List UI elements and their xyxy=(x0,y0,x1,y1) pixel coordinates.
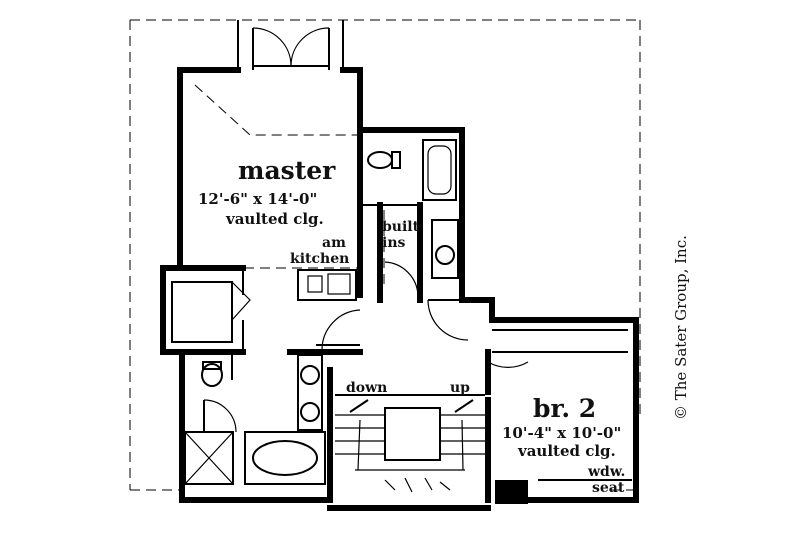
window-seat-label-line1: wdw. xyxy=(588,464,626,480)
br2-ceiling: vaulted clg. xyxy=(518,442,616,460)
copyright-text: © The Sater Group, Inc. xyxy=(672,235,690,420)
master-room-size: 12'-6" x 14'-0" xyxy=(198,190,318,208)
br2-room-size: 10'-4" x 10'-0" xyxy=(502,424,622,442)
stair-down-label: down xyxy=(346,380,388,396)
am-kitchen-label-line2: kitchen xyxy=(290,251,350,267)
master-bath xyxy=(357,127,465,303)
master-ceiling: vaulted clg. xyxy=(226,210,324,228)
am-kitchen xyxy=(297,269,357,301)
master-room-name: master xyxy=(238,156,336,185)
built-ins-label-line2: ins xyxy=(382,235,406,251)
br2-room-name: br. 2 xyxy=(533,394,597,423)
window-seat-label-line2: seat xyxy=(592,480,625,496)
built-ins-label-line1: built xyxy=(382,219,420,235)
stair xyxy=(327,367,491,511)
master-walls xyxy=(177,20,363,298)
br2-walls xyxy=(427,297,639,504)
hall-closet xyxy=(160,265,363,503)
am-kitchen-label-line1: am xyxy=(322,235,346,251)
stair-up-label: up xyxy=(450,380,470,396)
